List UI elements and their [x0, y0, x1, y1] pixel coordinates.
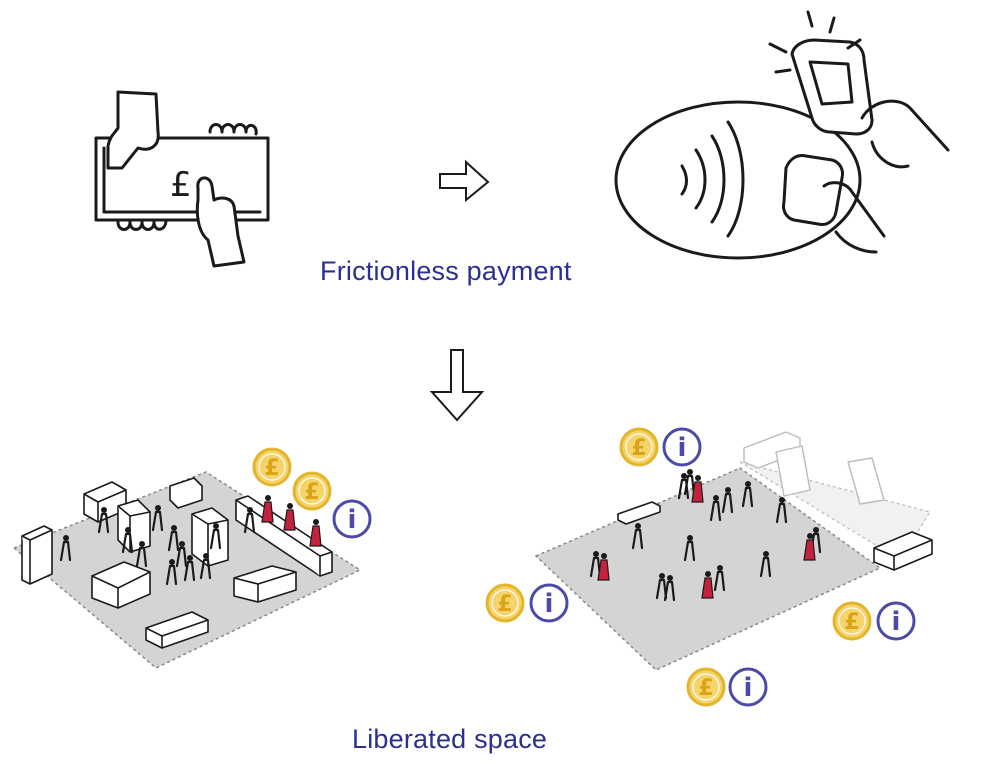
- caption-liberated-space: Liberated space: [352, 724, 548, 754]
- pound-coin-icon: £: [292, 471, 332, 511]
- pound-coin-icon: £: [686, 667, 726, 707]
- arrow-right-icon: [439, 159, 490, 203]
- svg-text:£: £: [304, 480, 319, 505]
- pound-coin-icon: £: [832, 601, 872, 641]
- svg-text:£: £: [698, 676, 713, 701]
- pound-coin-icon: £: [619, 427, 659, 467]
- info-icon: i: [529, 583, 569, 623]
- svg-text:i: i: [744, 673, 753, 703]
- crowded-plaza: [12, 471, 362, 669]
- caption-frictionless-payment: Frictionless payment: [320, 256, 572, 286]
- liberated-plaza: [534, 431, 933, 671]
- svg-text:£: £: [497, 592, 512, 617]
- svg-text:£: £: [844, 610, 859, 635]
- contactless-payment-icon: [614, 10, 950, 260]
- info-icon: i: [876, 601, 916, 641]
- pound-coin-icon: £: [252, 447, 292, 487]
- info-icon: i: [728, 667, 768, 707]
- svg-text:i: i: [892, 607, 901, 637]
- svg-text:i: i: [545, 589, 554, 619]
- bill-currency-symbol: £: [170, 165, 192, 205]
- cash-hands-icon: £: [94, 90, 270, 268]
- info-icon: i: [662, 427, 702, 467]
- svg-text:£: £: [631, 436, 646, 461]
- pound-coin-icon: £: [485, 583, 525, 623]
- svg-text:i: i: [678, 433, 687, 463]
- svg-text:£: £: [264, 456, 279, 481]
- info-icon: i: [332, 499, 372, 539]
- arrow-down-icon: [429, 349, 485, 422]
- svg-text:i: i: [348, 505, 357, 535]
